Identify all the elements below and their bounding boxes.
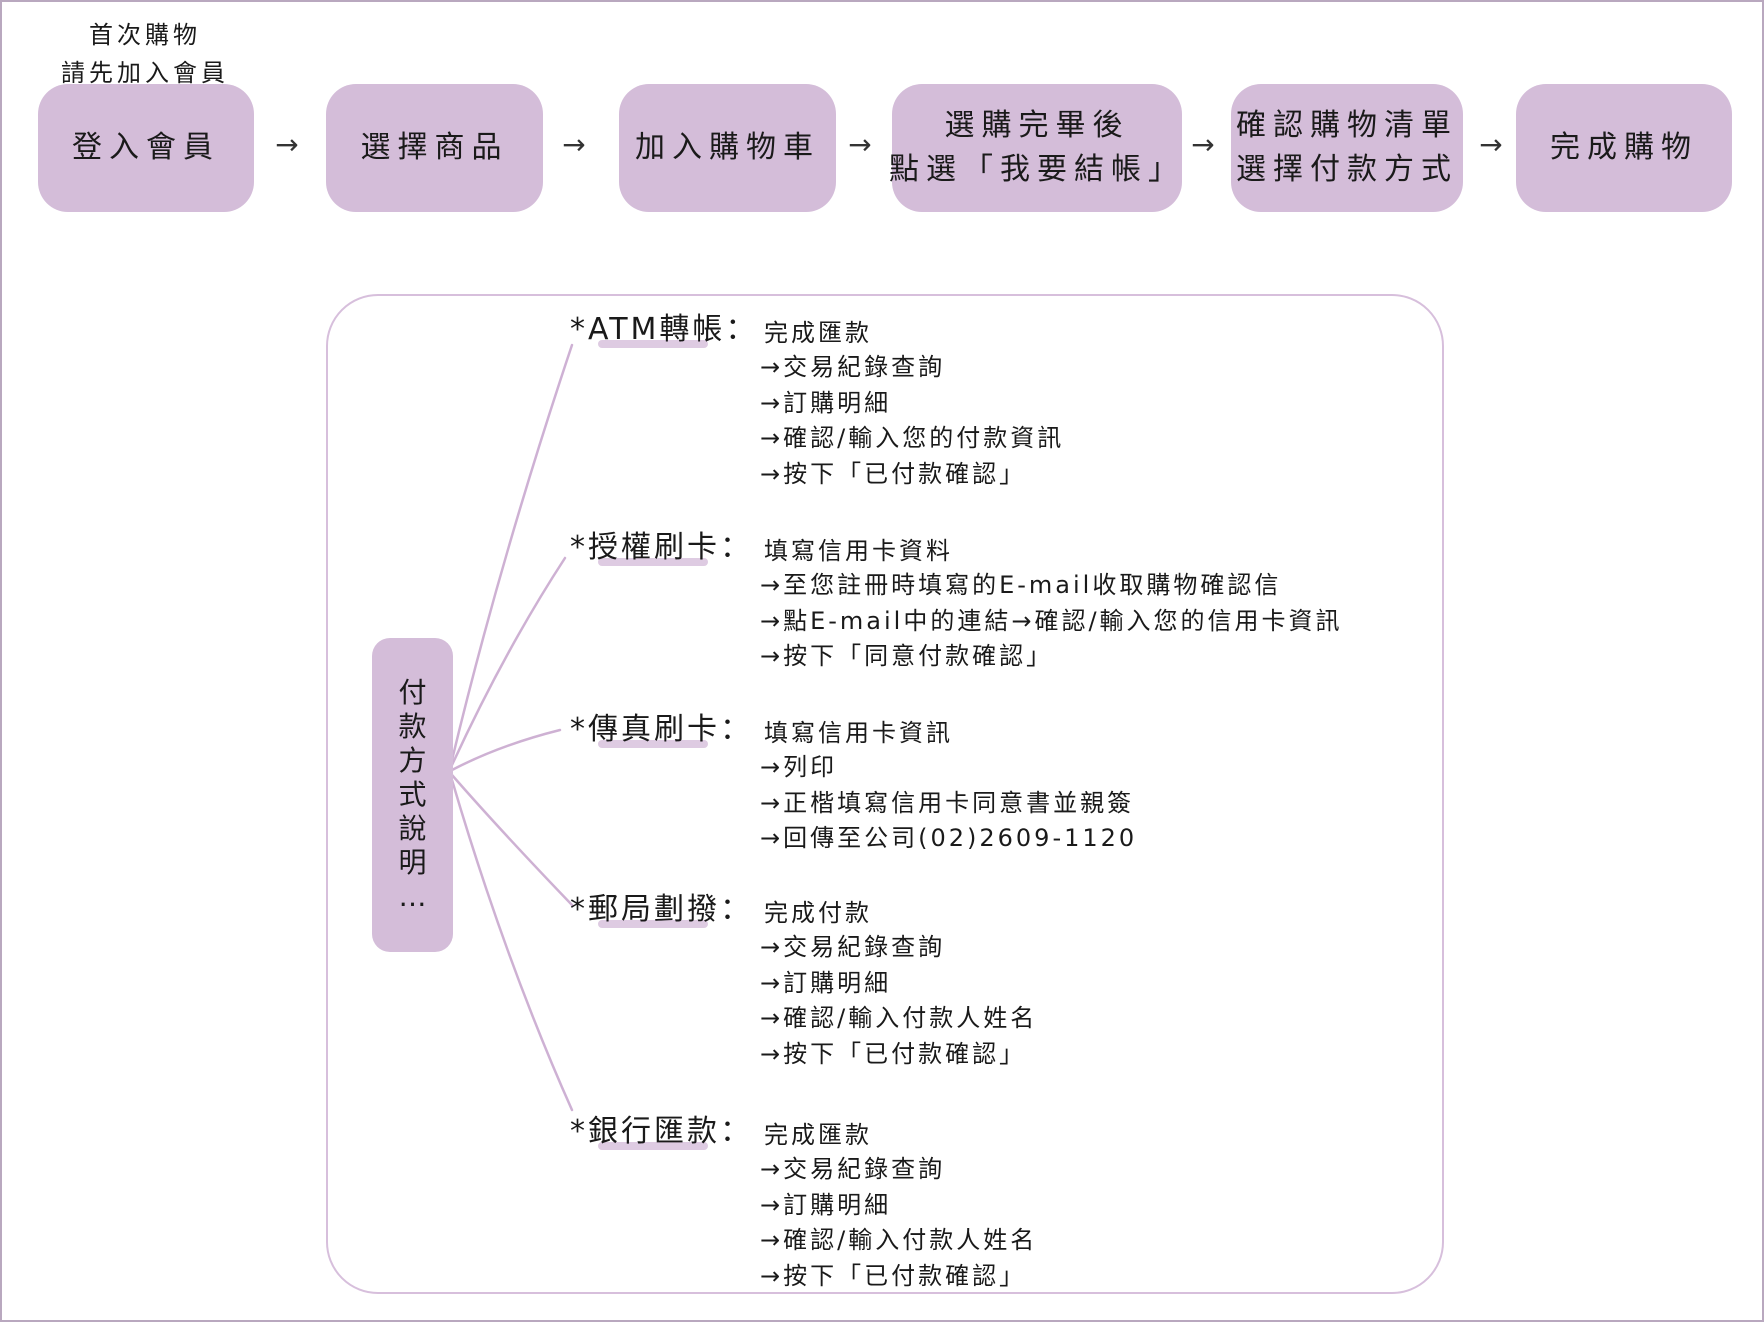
step-line: →列印 (760, 753, 838, 781)
method-postal-first-step: 完成付款 (764, 899, 872, 927)
step-line: →按下「已付款確認」 (760, 1039, 1027, 1068)
side-label-char: 款 (398, 710, 427, 743)
step-confirm-list-line-1: 確認購物清單 (1236, 108, 1458, 143)
step-line: →確認/輸入付款人姓名 (760, 1004, 1038, 1032)
flow-arrow-1: → (275, 128, 299, 161)
step-line: →點E-mail中的連結→確認/輸入您的信用卡資訊 (760, 606, 1343, 635)
step-checkout-line-2: 點選「我要結帳」 (889, 152, 1185, 187)
method-atm-steps: →交易紀錄查詢 →訂購明細 →確認/輸入您的付款資訊 →按下「已付款確認」 (760, 350, 1064, 492)
step-line: →確認/輸入付款人姓名 (760, 1226, 1038, 1254)
payment-panel (326, 294, 1444, 1294)
method-card-first-step: 填寫信用卡資料 (764, 537, 953, 565)
step-line: →交易紀錄查詢 (760, 1155, 946, 1183)
step-choose-product: 選擇商品 (326, 84, 543, 212)
first-purchase-note: 首次購物 請先加入會員 (50, 16, 240, 92)
side-label-char: 付 (398, 676, 427, 709)
payment-methods-label: 付 款 方 式 說 明 … (372, 638, 453, 952)
step-line: →正楷填寫信用卡同意書並親簽 (760, 788, 1135, 817)
step-line: →訂購明細 (760, 1190, 892, 1219)
method-bank-steps: →交易紀錄查詢 →訂購明細 →確認/輸入付款人姓名 →按下「已付款確認」 (760, 1152, 1037, 1294)
step-confirm-list: 確認購物清單 選擇付款方式 (1231, 84, 1463, 212)
flow-arrow-5: → (1479, 128, 1503, 161)
method-fax-first-step: 填寫信用卡資訊 (764, 719, 953, 747)
method-atm-first-step: 完成匯款 (764, 319, 872, 347)
step-line: →交易紀錄查詢 (760, 353, 946, 381)
step-line: →按下「同意付款確認」 (760, 642, 1054, 670)
step-line: →確認/輸入您的付款資訊 (760, 424, 1065, 452)
step-line: →訂購明細 (760, 968, 892, 997)
connector-card (450, 556, 567, 767)
method-fax-steps: →列印 →正楷填寫信用卡同意書並親簽 →回傳至公司(02)2609-1120 (760, 750, 1137, 857)
step-checkout-line-1: 選購完畢後 (944, 108, 1130, 143)
step-add-to-cart: 加入購物車 (619, 84, 836, 212)
step-login-label: 登入會員 (72, 130, 220, 165)
step-line: →訂購明細 (760, 388, 892, 417)
method-card-steps: →至您註冊時填寫的E-mail收取購物確認信 →點E-mail中的連結→確認/輸… (760, 568, 1343, 675)
step-choose-product-label: 選擇商品 (360, 130, 509, 165)
step-line: →按下「已付款確認」 (760, 1261, 1027, 1290)
flow-arrow-2: → (562, 128, 586, 161)
method-postal-steps: →交易紀錄查詢 →訂購明細 →確認/輸入付款人姓名 →按下「已付款確認」 (760, 930, 1037, 1072)
step-login: 登入會員 (38, 84, 254, 212)
step-confirm-list-line-2: 選擇付款方式 (1236, 152, 1458, 187)
connector-postal (450, 773, 574, 907)
note-line-1: 首次購物 (89, 21, 201, 49)
step-complete-label: 完成購物 (1550, 130, 1698, 165)
method-fax-title: *傳真刷卡： (570, 712, 753, 748)
method-bank-first-step: 完成匯款 (764, 1121, 872, 1149)
step-line: →按下「已付款確認」 (760, 459, 1027, 488)
side-label-char: 明 (398, 846, 427, 879)
side-label-char: 式 (398, 778, 427, 811)
step-checkout: 選購完畢後 點選「我要結帳」 (889, 84, 1185, 212)
connector-bank (450, 778, 574, 1112)
connector-fax (450, 728, 562, 772)
step-line: →回傳至公司(02)2609-1120 (760, 824, 1138, 852)
side-label-char: 說 (398, 812, 427, 845)
connector-atm (450, 343, 574, 762)
method-postal-title: *郵局劃撥： (570, 892, 753, 928)
flow-arrow-4: → (1191, 128, 1215, 161)
side-label-char: … (398, 880, 427, 913)
flow-arrow-3: → (848, 128, 872, 161)
step-complete: 完成購物 (1516, 84, 1732, 212)
step-line: →至您註冊時填寫的E-mail收取購物確認信 (760, 571, 1282, 599)
note-line-2: 請先加入會員 (61, 59, 229, 87)
method-bank-title: *銀行匯款： (570, 1114, 753, 1150)
method-atm-title: *ATM轉帳： (570, 312, 759, 348)
step-add-to-cart-label: 加入購物車 (635, 130, 820, 165)
step-line: →交易紀錄查詢 (760, 933, 946, 961)
side-label-char: 方 (398, 744, 427, 777)
method-card-title: *授權刷卡： (570, 530, 753, 566)
